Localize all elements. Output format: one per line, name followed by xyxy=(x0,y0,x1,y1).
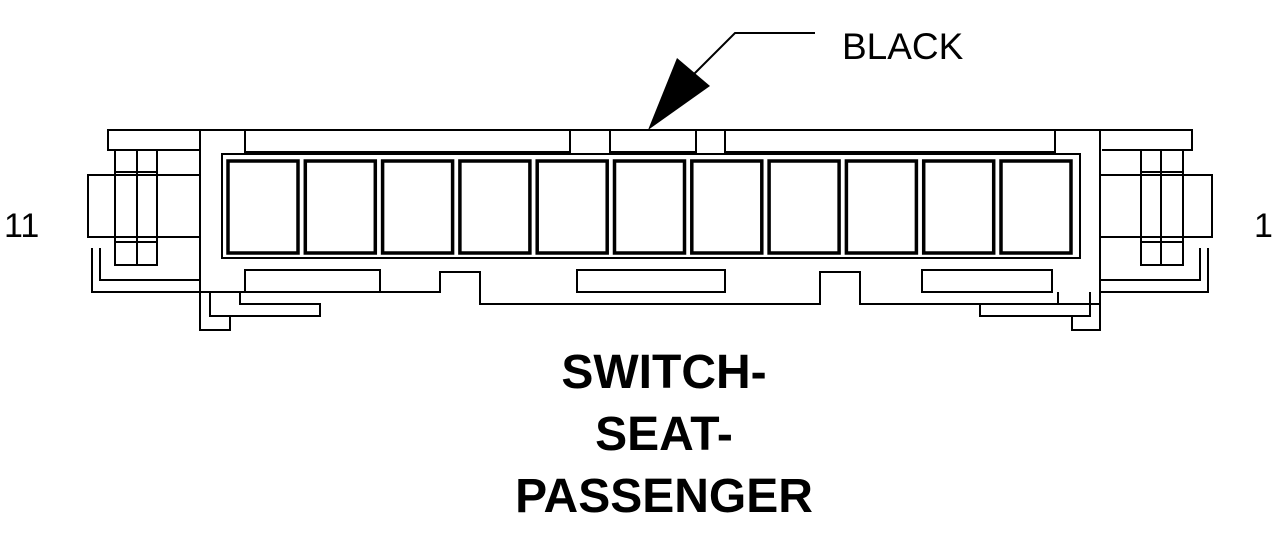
pin-number-right: 1 xyxy=(1254,207,1273,245)
pin-cavity xyxy=(380,159,455,255)
pin-cavity xyxy=(226,159,300,255)
connector-bottom-ribs xyxy=(199,269,1101,331)
connector-title: SWITCH- SEAT- PASSENGER xyxy=(489,342,839,528)
pin-cavity xyxy=(612,159,687,255)
pin-cavity xyxy=(844,159,919,255)
pin-cavity xyxy=(690,159,764,255)
pin-cavity xyxy=(535,159,609,255)
connector-title-line: PASSENGER xyxy=(515,470,813,523)
pin-cavity xyxy=(999,159,1073,255)
connector-title-line: SEAT- xyxy=(595,408,733,461)
pin-cavity xyxy=(921,159,996,255)
color-leader-arrow xyxy=(648,32,815,130)
pin-cavity xyxy=(303,159,378,255)
cavity-group xyxy=(226,159,1073,255)
right-lock-tab xyxy=(1099,149,1213,293)
connector-title-line: SWITCH- xyxy=(561,346,767,399)
left-lock-tab xyxy=(87,149,201,293)
pin-number-left: 11 xyxy=(4,207,40,245)
connector-color-label: BLACK xyxy=(842,26,964,67)
pin-cavity xyxy=(458,159,532,255)
connector-top-flange xyxy=(107,129,1193,153)
pin-cavity xyxy=(767,159,841,255)
connector-housing xyxy=(199,130,1101,305)
